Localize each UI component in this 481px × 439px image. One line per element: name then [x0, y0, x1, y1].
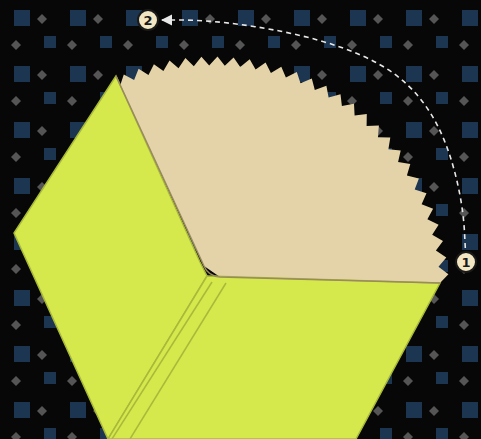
callout-number: 2 — [137, 9, 159, 31]
box-edge — [204, 266, 440, 283]
box-front-face — [108, 276, 440, 439]
callout-label: 2 — [143, 14, 152, 27]
callout-label: 1 — [461, 256, 470, 269]
fold-line — [130, 283, 226, 439]
box-edge — [116, 76, 204, 266]
dashed-arrow — [162, 20, 465, 248]
fold-line — [112, 282, 212, 439]
callout-number: 1 — [455, 251, 477, 273]
